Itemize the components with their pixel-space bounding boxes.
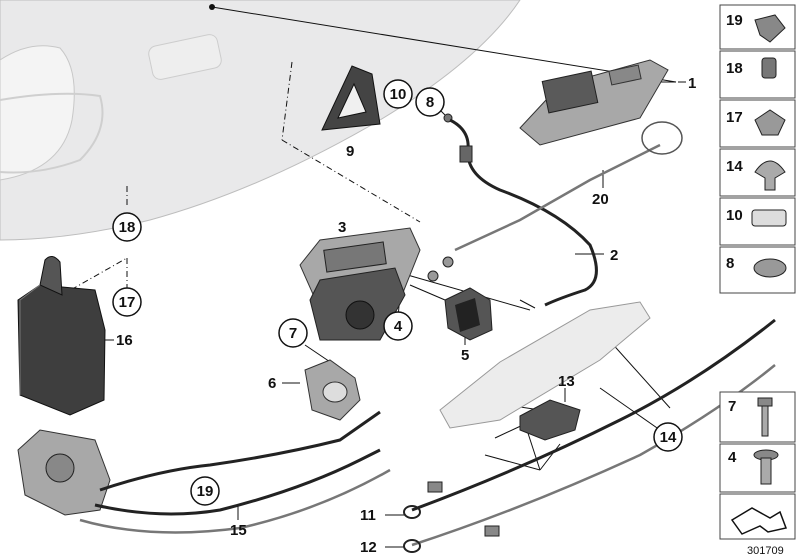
sidebar-label-10: 10 <box>726 207 743 224</box>
svg-text:18: 18 <box>119 219 136 236</box>
rivet-icon <box>754 160 786 191</box>
callout-19: 19 <box>190 476 220 506</box>
orientation-arrow-icon <box>730 507 788 535</box>
grommet-icon <box>761 57 777 79</box>
tailgate-outline <box>0 0 521 241</box>
part-9-grip <box>321 65 381 131</box>
svg-text:4: 4 <box>394 318 403 335</box>
label-2: 2 <box>610 247 618 264</box>
sidebar-label-7: 7 <box>728 398 736 415</box>
label-3: 3 <box>338 219 346 236</box>
label-16: 16 <box>116 332 133 349</box>
svg-text:8: 8 <box>426 94 434 111</box>
sidebar-label-18: 18 <box>726 60 743 77</box>
part-16-actuator <box>17 256 106 416</box>
callout-10: 10 <box>383 79 413 109</box>
svg-text:10: 10 <box>390 86 407 103</box>
callout-18: 18 <box>112 212 142 242</box>
screw-shank-icon-4 <box>760 457 772 485</box>
label-1: 1 <box>688 75 696 92</box>
callout-8: 8 <box>415 87 445 117</box>
screw-shank-icon-7 <box>761 405 769 437</box>
callout-7: 7 <box>278 318 308 348</box>
screw-head-icon-7 <box>757 397 773 407</box>
part-6-gasket <box>304 359 361 421</box>
part-15-motor <box>17 410 391 534</box>
callout-4: 4 <box>383 311 413 341</box>
part-5-bracket <box>444 287 493 341</box>
clip-nut-icon <box>753 258 787 278</box>
sidebar-bottom: 7 4 <box>719 391 796 493</box>
sidebar-label-8: 8 <box>726 255 734 272</box>
callout-17: 17 <box>112 287 142 317</box>
sidebar-top: 19 18 17 14 10 8 <box>719 4 796 294</box>
part-14-trim <box>439 301 651 429</box>
svg-text:7: 7 <box>289 325 297 342</box>
nut-icon <box>751 209 787 227</box>
svg-text:19: 19 <box>197 483 214 500</box>
label-20: 20 <box>592 191 609 208</box>
label-12: 12 <box>360 539 377 556</box>
sidebar-label-4: 4 <box>728 449 737 466</box>
plug-icon <box>754 109 786 136</box>
label-9: 9 <box>346 143 354 160</box>
sidebar-label-17: 17 <box>726 109 743 126</box>
label-13: 13 <box>558 373 575 390</box>
sidebar-label-14: 14 <box>726 158 743 175</box>
part-13-switch <box>519 399 581 441</box>
label-15: 15 <box>230 522 247 539</box>
label-6: 6 <box>268 375 276 392</box>
svg-text:14: 14 <box>660 429 677 446</box>
svg-text:17: 17 <box>119 294 136 311</box>
sidebar-label-19: 19 <box>726 12 743 29</box>
orientation-box <box>719 493 796 540</box>
callout-14: 14 <box>653 422 683 452</box>
part-3-lock <box>299 227 421 341</box>
label-11: 11 <box>360 507 376 524</box>
clip-icon <box>754 14 786 43</box>
reference-number: 301709 <box>747 545 784 557</box>
label-5: 5 <box>461 347 469 364</box>
part-1-light-module <box>519 59 669 146</box>
